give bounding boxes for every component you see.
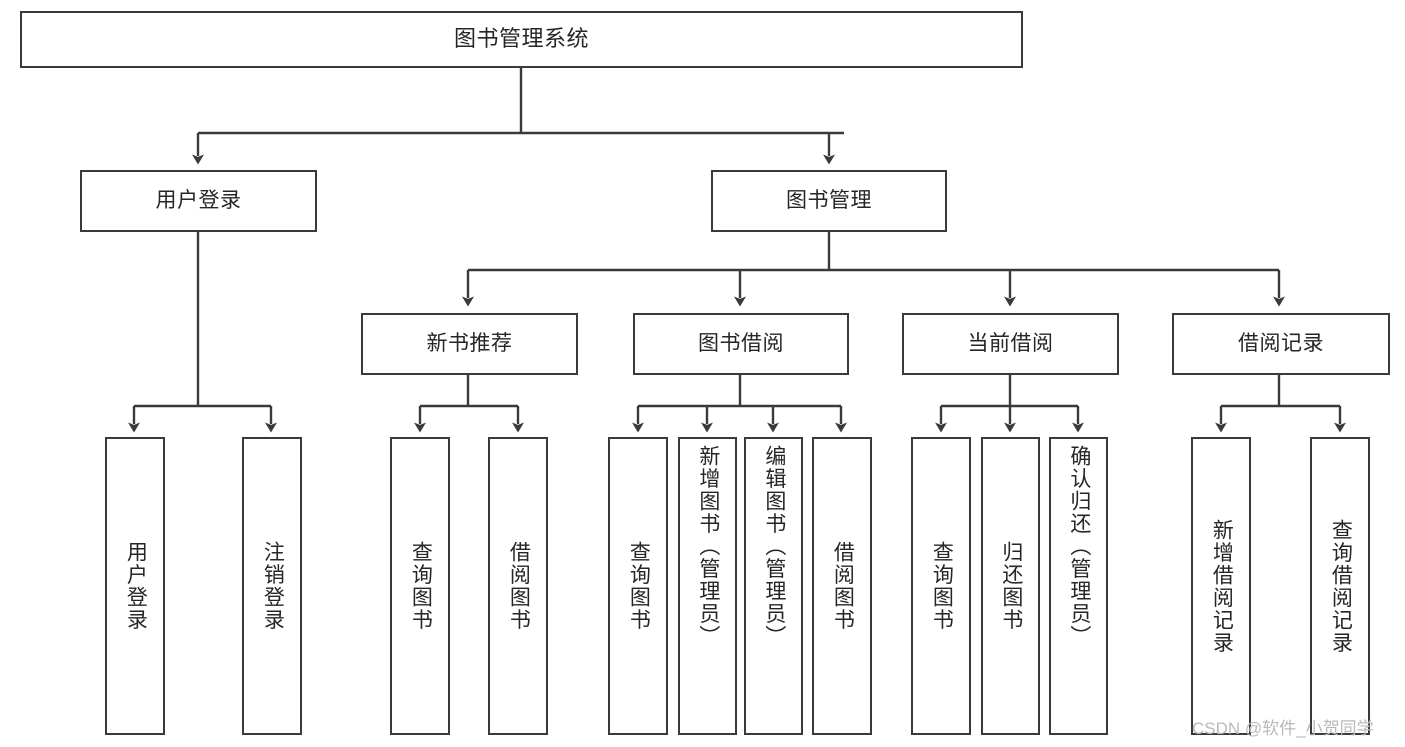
edges-root-level2 [192, 68, 844, 165]
edges-userlogin-leaves [128, 232, 277, 433]
node-label: 借阅图书 [831, 541, 855, 631]
leaf-borrow-book-recommend[interactable]: 借阅图书 [488, 437, 548, 735]
leaf-edit-book-admin[interactable]: 编辑图书（管理员） [744, 437, 803, 735]
node-new-book-recommend[interactable]: 新书推荐 [361, 313, 578, 375]
leaf-add-book-admin[interactable]: 新增图书（管理员） [678, 437, 737, 735]
edges-currentborrow-leaves [935, 375, 1084, 433]
edges-booksystem-level3 [462, 232, 1285, 307]
node-label: 查询图书 [930, 541, 954, 631]
leaf-query-book-recommend[interactable]: 查询图书 [390, 437, 450, 735]
edges-newbook-leaves [414, 375, 524, 433]
node-label: 新书推荐 [426, 332, 513, 356]
node-label: 注销登录 [261, 541, 285, 631]
node-label: 编辑图书（管理员） [762, 445, 786, 648]
node-label: 新增借阅记录 [1210, 518, 1234, 654]
leaf-query-book-borrow[interactable]: 查询图书 [608, 437, 668, 735]
node-borrow-record[interactable]: 借阅记录 [1172, 313, 1390, 375]
node-label: 用户登录 [155, 189, 242, 213]
leaf-logout-login[interactable]: 注销登录 [242, 437, 302, 735]
node-label: 借阅记录 [1238, 332, 1324, 356]
node-label: 图书借阅 [698, 332, 784, 356]
node-book-management[interactable]: 图书管理 [711, 170, 947, 232]
node-label: 图书管理系统 [453, 26, 589, 52]
node-user-login[interactable]: 用户登录 [80, 170, 317, 232]
leaf-add-borrow-record[interactable]: 新增借阅记录 [1191, 437, 1251, 735]
node-label: 确认归还（管理员） [1067, 445, 1091, 648]
leaf-user-login[interactable]: 用户登录 [105, 437, 165, 735]
node-root-book-management-system[interactable]: 图书管理系统 [20, 11, 1023, 68]
node-label: 查询图书 [627, 541, 651, 631]
node-label: 借阅图书 [507, 541, 531, 631]
edges-bookborrow-leaves [632, 375, 847, 433]
node-book-borrow[interactable]: 图书借阅 [633, 313, 849, 375]
edges-borrowrecord-leaves [1215, 375, 1346, 433]
csdn-watermark: CSDN @软件_小贺同学 [1192, 719, 1374, 738]
node-label: 当前借阅 [967, 332, 1054, 356]
leaf-confirm-return-admin[interactable]: 确认归还（管理员） [1049, 437, 1108, 735]
node-label: 查询图书 [409, 541, 433, 631]
leaf-borrow-book[interactable]: 借阅图书 [812, 437, 872, 735]
node-label: 归还图书 [999, 541, 1023, 631]
node-label: 图书管理 [786, 189, 872, 213]
node-label: 查询借阅记录 [1329, 518, 1353, 654]
node-label: 用户登录 [124, 541, 148, 631]
leaf-return-book[interactable]: 归还图书 [981, 437, 1040, 735]
node-current-borrow[interactable]: 当前借阅 [902, 313, 1119, 375]
leaf-query-book-current[interactable]: 查询图书 [911, 437, 971, 735]
node-label: 新增图书（管理员） [696, 445, 720, 648]
leaf-query-borrow-record[interactable]: 查询借阅记录 [1310, 437, 1370, 735]
